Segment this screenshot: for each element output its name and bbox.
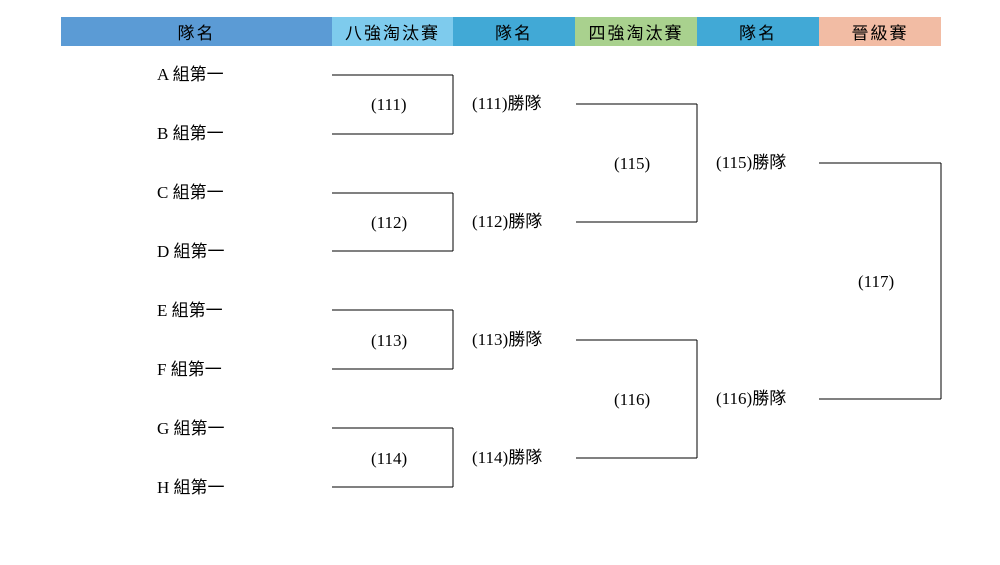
match-112: (112) [371,213,408,232]
winner-111: (111)勝隊 [472,94,542,113]
header-team-name-2: 隊名 [453,17,575,46]
match-114: (114) [371,449,408,468]
winner-116: (116)勝隊 [716,389,787,408]
header-quarterfinal: 八強淘汰賽 [332,17,453,46]
match-117: (117) [858,272,895,291]
team-a: A 組第一 [157,65,224,84]
header-team-name-3: 隊名 [697,17,819,46]
winner-115: (115)勝隊 [716,153,787,172]
match-115: (115) [614,154,651,173]
match-116: (116) [614,390,651,409]
winner-114: (114)勝隊 [472,448,543,467]
team-g: G 組第一 [157,419,225,438]
winner-112: (112)勝隊 [472,212,543,231]
team-f: F 組第一 [157,360,222,379]
header-team-name-1: 隊名 [61,17,332,46]
team-h: H 組第一 [157,478,225,497]
winner-113: (113)勝隊 [472,330,543,349]
match-113: (113) [371,331,408,350]
team-b: B 組第一 [157,124,224,143]
match-111: (111) [371,95,407,114]
header-semifinal: 四強淘汰賽 [575,17,697,46]
team-d: D 組第一 [157,242,225,261]
header-final: 晉級賽 [819,17,941,46]
team-e: E 組第一 [157,301,223,320]
team-c: C 組第一 [157,183,224,202]
